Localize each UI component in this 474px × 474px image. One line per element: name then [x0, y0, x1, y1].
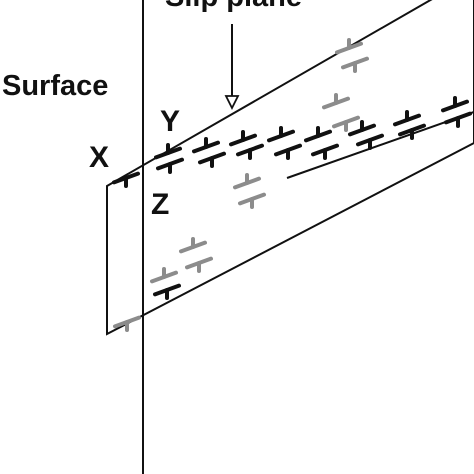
dislocation-gray-21	[322, 93, 350, 110]
dislocation-dark-12	[348, 120, 376, 137]
dislocation-dark-10	[304, 126, 332, 143]
axis-label-z: Z	[151, 188, 169, 221]
dislocation-dark-3	[156, 157, 184, 174]
dislocation-dark-16	[441, 96, 469, 113]
dislocation-dark-9	[274, 143, 302, 160]
dislocation-dark-18	[153, 283, 181, 300]
dislocation-dark-11	[311, 143, 339, 160]
dislocation-gray-26	[185, 256, 213, 273]
slip-plane-arrowhead	[224, 95, 240, 111]
dislocation-gray-22	[332, 115, 360, 132]
dislocation-dark-13	[356, 133, 384, 150]
dislocation-gray-24	[238, 192, 266, 209]
dislocation-dark-14	[393, 110, 421, 127]
dislocation-dark-6	[229, 130, 257, 147]
dislocation-gray-25	[179, 237, 207, 254]
dislocation-gray-23	[233, 173, 261, 190]
axis-label-y: Y	[160, 105, 180, 138]
slip-plane-label: Slip plane	[165, 0, 302, 13]
dislocation-dark-7	[236, 143, 264, 160]
dislocation-dark-8	[267, 126, 295, 143]
surface-label: Surface	[2, 70, 108, 102]
dislocation-gray-27	[150, 267, 178, 284]
dislocation-gray-20	[341, 56, 369, 73]
dislocation-dark-15	[398, 123, 426, 140]
dislocation-dark-4	[192, 137, 220, 154]
dislocation-symbols	[112, 38, 472, 332]
axis-label-x: X	[89, 141, 109, 174]
dislocation-dark-2	[154, 143, 182, 160]
dislocation-gray-19	[335, 38, 363, 55]
dislocation-dark-5	[198, 151, 226, 168]
dislocation-trace-line	[286, 111, 474, 179]
dislocation-dark-1	[112, 171, 140, 188]
dislocation-dark-17	[444, 111, 472, 128]
dislocation-gray-28	[113, 315, 141, 332]
